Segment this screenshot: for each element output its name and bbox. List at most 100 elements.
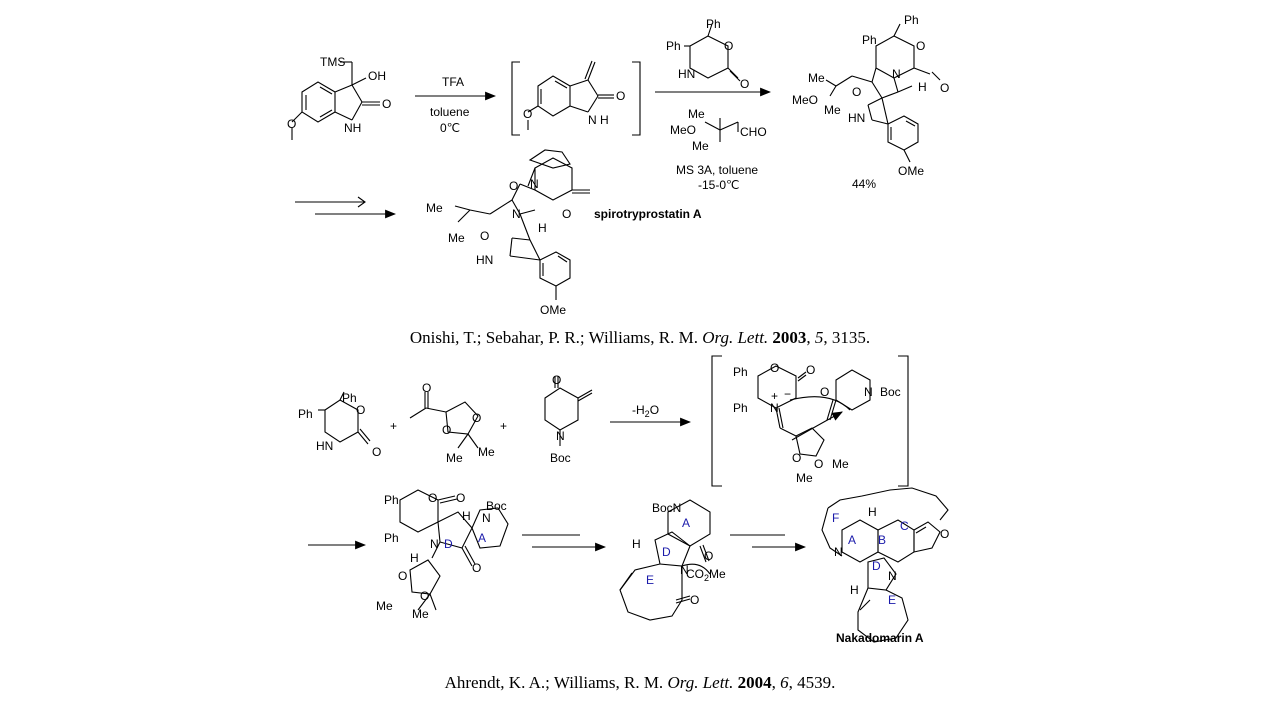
r2-o2: O (472, 411, 481, 425)
reactant-methylene-piperidinone (544, 376, 593, 446)
plus-sign-2: + (500, 419, 507, 433)
reference-2004: Ahrendt, K. A.; Williams, R. M. Org. Let… (444, 673, 836, 692)
p1-h1: H (462, 509, 471, 523)
ts-carbonyl-o: O (806, 363, 815, 377)
p1-ring-a: A (478, 531, 486, 545)
p3-h2: H (850, 583, 859, 597)
final-hn: HN (476, 253, 493, 267)
ts-ph1: Ph (733, 365, 748, 379)
p1-boc: Boc (486, 499, 507, 513)
p1-ph2: Ph (384, 531, 399, 545)
p2-ring-a: A (682, 516, 690, 530)
r2-carbonyl-o: O (422, 381, 431, 395)
spirotryprostatin-structure (454, 149, 590, 300)
r1-ph2: Ph (298, 407, 313, 421)
nakadomarin-structure (821, 487, 949, 643)
ts-o2: O (814, 457, 823, 471)
ts-minus: − (784, 387, 791, 401)
p1-ketone-o: O (472, 561, 481, 575)
final-o2: O (562, 207, 571, 221)
ts-o1: O (792, 451, 801, 465)
p1-me1: Me (376, 599, 393, 613)
p1-me2: Me (412, 607, 429, 621)
p2-ring-d: D (662, 545, 671, 559)
r3-n: N (556, 429, 565, 443)
prod-h: H (918, 80, 927, 94)
r3-boc: Boc (550, 451, 571, 465)
r1-ph1: Ph (342, 391, 357, 405)
final-n2: N (512, 207, 521, 221)
reactant-dioxolane-ketone (409, 392, 479, 449)
p3-ring-f: F (832, 511, 839, 525)
ref1-authors: Onishi, T.; Sebahar, P. R.; Williams, R.… (409, 328, 698, 347)
int1-n-label: N (588, 113, 597, 127)
p1-nb: N (482, 511, 491, 525)
reactant-morpholinone (318, 391, 371, 445)
ref2-year: 2004 (737, 673, 772, 692)
sm-oh-label: OH (368, 69, 386, 83)
aux-carbonyl-o: O (740, 77, 749, 91)
p2-lactam-o: O (690, 593, 699, 607)
final-h: H (538, 221, 547, 235)
p3-ring-e: E (888, 593, 896, 607)
p3-ring-b: B (878, 533, 886, 547)
final-me2: Me (448, 231, 465, 245)
solvent-toluene: toluene (430, 105, 470, 119)
r1-ring-o: O (356, 403, 365, 417)
prod-n: N (892, 67, 901, 81)
p1-n: N (430, 537, 439, 551)
transition-state-brackets (711, 355, 909, 487)
prod-me1: Me (808, 71, 825, 85)
p1-ring-d: D (444, 537, 453, 551)
p1-ph1: Ph (384, 493, 399, 507)
intermediate-methylene-oxindole (511, 60, 641, 136)
p3-ring-d: D (872, 559, 881, 573)
starting-oxindole (291, 61, 380, 140)
reference-2003: Onishi, T.; Sebahar, P. R.; Williams, R.… (409, 328, 871, 347)
r1-hn: HN (316, 439, 333, 453)
temperature-0c: 0℃ (440, 121, 460, 135)
ref1-year: 2003 (772, 328, 807, 347)
r2-me2: Me (478, 445, 495, 459)
p1-o2: O (420, 589, 429, 603)
p2-h: H (632, 537, 641, 551)
prod-ph1: Ph (904, 13, 919, 27)
plus-sign-1: + (390, 419, 397, 433)
ref2-authors: Ahrendt, K. A.; Williams, R. M. (444, 673, 664, 692)
p2-n: N (680, 563, 689, 577)
int1-o-label: O (616, 89, 625, 103)
r2-o1: O (442, 423, 451, 437)
prod-oxindole-o: O (852, 85, 861, 99)
aux-hn: HN (678, 67, 695, 81)
p1-o1: O (398, 569, 407, 583)
p3-furan-o: O (940, 527, 949, 541)
ref2-pages: , 4539. (788, 673, 836, 692)
ald-me1: Me (688, 107, 705, 121)
p2-ring-e: E (646, 573, 654, 587)
aux-ph2: Ph (666, 39, 681, 53)
ref1-volume: 5 (814, 328, 824, 347)
aux-ring-o: O (724, 39, 733, 53)
prod-ph2: Ph (862, 33, 877, 47)
r2-me1: Me (446, 451, 463, 465)
compound-name-nakadomarin: Nakadomarin A (836, 631, 924, 645)
aldehyde-reagent (704, 118, 739, 142)
aux-ph1: Ph (706, 17, 721, 31)
prod-hn: HN (848, 111, 865, 125)
ald-me2: Me (692, 139, 709, 153)
ref1-pages: , 3135. (823, 328, 871, 347)
ts-me2: Me (832, 457, 849, 471)
prod-ome: OMe (898, 164, 924, 178)
yield-44: 44% (852, 177, 876, 191)
final-me1: Me (426, 201, 443, 215)
ts-me1: Me (796, 471, 813, 485)
int1-h-label: H (600, 113, 609, 127)
final-ome: OMe (540, 303, 566, 317)
sm-tms-label: TMS (320, 55, 345, 69)
prod-carbonyl-o: O (940, 81, 949, 95)
ts-ph2: Ph (733, 401, 748, 415)
prod-me2: Me (824, 103, 841, 117)
compound-name-spirotryprostatin: spirotryprostatin A (594, 207, 702, 221)
condition-minus-h2o: -H2O (632, 403, 659, 419)
